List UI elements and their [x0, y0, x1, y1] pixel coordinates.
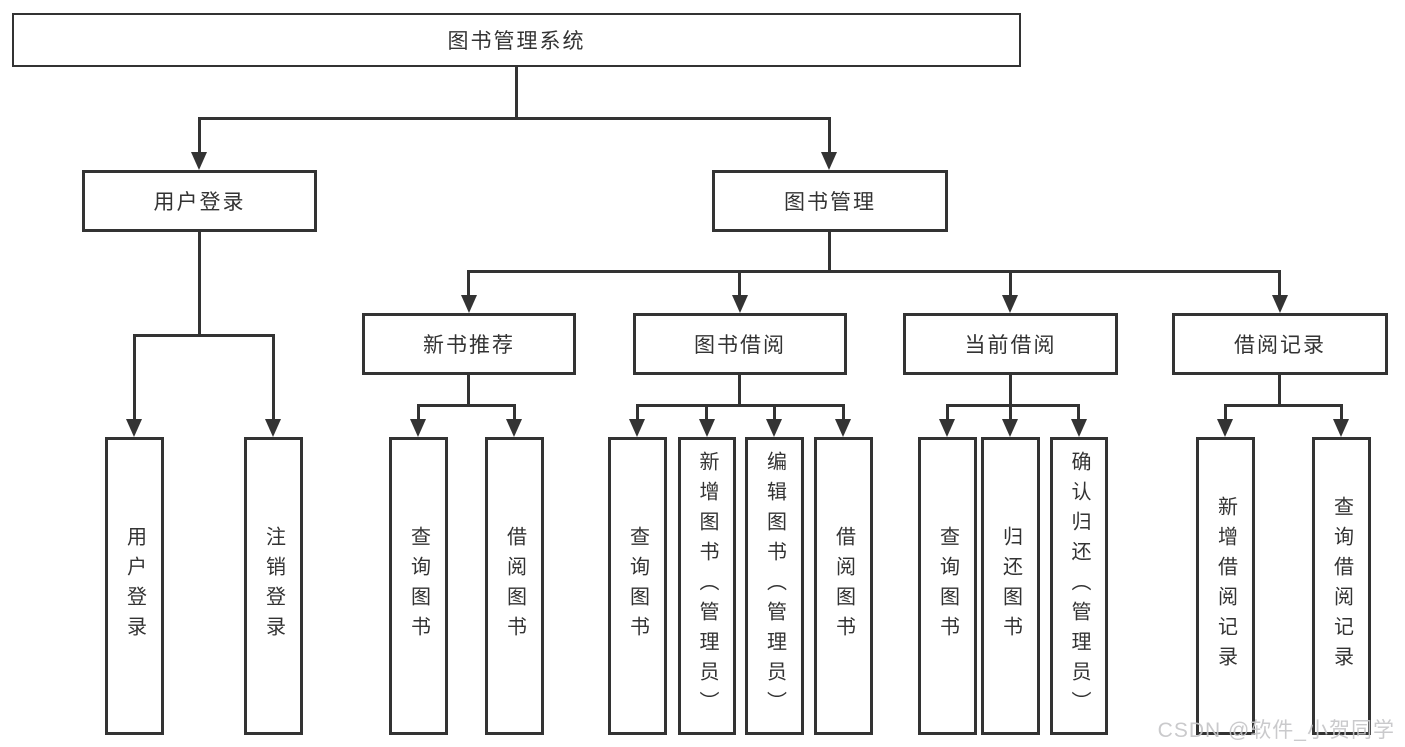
- arrow-down-icon: [821, 152, 837, 170]
- connector-line: [198, 117, 201, 155]
- leaf-borrow-book: 借阅图书: [814, 437, 873, 735]
- node-root: 图书管理系统: [12, 13, 1021, 67]
- node-label: 图书管理系统: [447, 30, 586, 53]
- connector-line: [1224, 404, 1227, 424]
- arrow-down-icon: [699, 419, 715, 437]
- connector-line: [1340, 404, 1343, 424]
- connector-line: [773, 404, 776, 424]
- node-label: 用户登录: [153, 191, 246, 214]
- node-label: 借阅记录: [1234, 334, 1326, 357]
- arrow-down-icon: [1071, 419, 1087, 437]
- node-label: 新增借阅记录: [1214, 496, 1237, 676]
- arrow-down-icon: [939, 419, 955, 437]
- node-label: 查询图书: [626, 526, 649, 646]
- arrow-down-icon: [1002, 419, 1018, 437]
- leaf-return-book: 归还图书: [981, 437, 1040, 735]
- connector-line: [467, 270, 1281, 273]
- connector-line: [1278, 270, 1281, 298]
- connector-line: [133, 334, 275, 337]
- node-new-book-recommend: 新书推荐: [362, 313, 576, 375]
- watermark: CSDN @软件_小贺同学: [1157, 719, 1395, 742]
- connector-line: [636, 404, 845, 407]
- connector-line: [946, 404, 949, 424]
- connector-line: [1009, 375, 1012, 404]
- arrow-down-icon: [191, 152, 207, 170]
- leaf-borrow-book-recommend: 借阅图书: [485, 437, 544, 735]
- node-label: 查询图书: [936, 526, 959, 646]
- connector-line: [738, 375, 741, 404]
- connector-line: [515, 67, 518, 117]
- arrow-down-icon: [1272, 295, 1288, 313]
- node-label: 新增图书（管理员）: [696, 451, 718, 721]
- arrow-down-icon: [410, 419, 426, 437]
- leaf-add-book-admin: 新增图书（管理员）: [678, 437, 736, 735]
- node-label: 新书推荐: [423, 334, 515, 357]
- connector-line: [1278, 375, 1281, 404]
- node-label: 编辑图书（管理员）: [763, 451, 786, 721]
- arrow-down-icon: [732, 295, 748, 313]
- connector-line: [1077, 404, 1080, 424]
- arrow-down-icon: [766, 419, 782, 437]
- connector-line: [1224, 404, 1343, 407]
- leaf-query-book-borrow: 查询图书: [608, 437, 667, 735]
- leaf-edit-book-admin: 编辑图书（管理员）: [745, 437, 804, 735]
- leaf-confirm-return-admin: 确认归还（管理员）: [1050, 437, 1108, 735]
- connector-line: [1009, 404, 1012, 424]
- node-label: 注销登录: [262, 526, 285, 646]
- connector-line: [417, 404, 420, 424]
- arrow-down-icon: [629, 419, 645, 437]
- node-label: 借阅图书: [832, 526, 855, 646]
- connector-line: [828, 232, 831, 270]
- leaf-query-book-recommend: 查询图书: [389, 437, 448, 735]
- leaf-add-borrow-record: 新增借阅记录: [1196, 437, 1255, 735]
- connector-line: [133, 334, 136, 424]
- connector-line: [417, 404, 516, 407]
- node-borrow-records: 借阅记录: [1172, 313, 1388, 375]
- leaf-logout: 注销登录: [244, 437, 303, 735]
- connector-line: [198, 232, 201, 334]
- node-label: 确认归还（管理员）: [1068, 451, 1090, 721]
- connector-line: [738, 270, 741, 298]
- arrow-down-icon: [835, 419, 851, 437]
- node-label: 归还图书: [999, 526, 1022, 646]
- arrow-down-icon: [1217, 419, 1233, 437]
- arrow-down-icon: [1333, 419, 1349, 437]
- node-label: 当前借阅: [964, 334, 1057, 357]
- connector-line: [467, 375, 470, 404]
- arrow-down-icon: [506, 419, 522, 437]
- node-label: 查询借阅记录: [1330, 496, 1353, 676]
- node-label: 图书借阅: [694, 334, 786, 357]
- node-current-borrow: 当前借阅: [903, 313, 1118, 375]
- leaf-query-book-current: 查询图书: [918, 437, 977, 735]
- arrow-down-icon: [265, 419, 281, 437]
- arrow-down-icon: [1002, 295, 1018, 313]
- connector-line: [467, 270, 470, 298]
- arrow-down-icon: [461, 295, 477, 313]
- node-user-login: 用户登录: [82, 170, 317, 232]
- connector-line: [636, 404, 639, 424]
- leaf-user-login: 用户登录: [105, 437, 164, 735]
- connector-line: [513, 404, 516, 424]
- connector-line: [1009, 270, 1012, 298]
- node-book-management: 图书管理: [712, 170, 948, 232]
- connector-line: [842, 404, 845, 424]
- node-label: 借阅图书: [503, 526, 526, 646]
- node-label: 查询图书: [407, 526, 430, 646]
- node-label: 图书管理: [784, 191, 876, 214]
- connector-line: [705, 404, 708, 424]
- node-label: 用户登录: [123, 526, 146, 646]
- arrow-down-icon: [126, 419, 142, 437]
- connector-line: [946, 404, 1080, 407]
- connector-line: [828, 117, 831, 155]
- leaf-query-borrow-record: 查询借阅记录: [1312, 437, 1371, 735]
- node-book-borrow: 图书借阅: [633, 313, 847, 375]
- connector-line: [272, 334, 275, 424]
- connector-line: [198, 117, 831, 120]
